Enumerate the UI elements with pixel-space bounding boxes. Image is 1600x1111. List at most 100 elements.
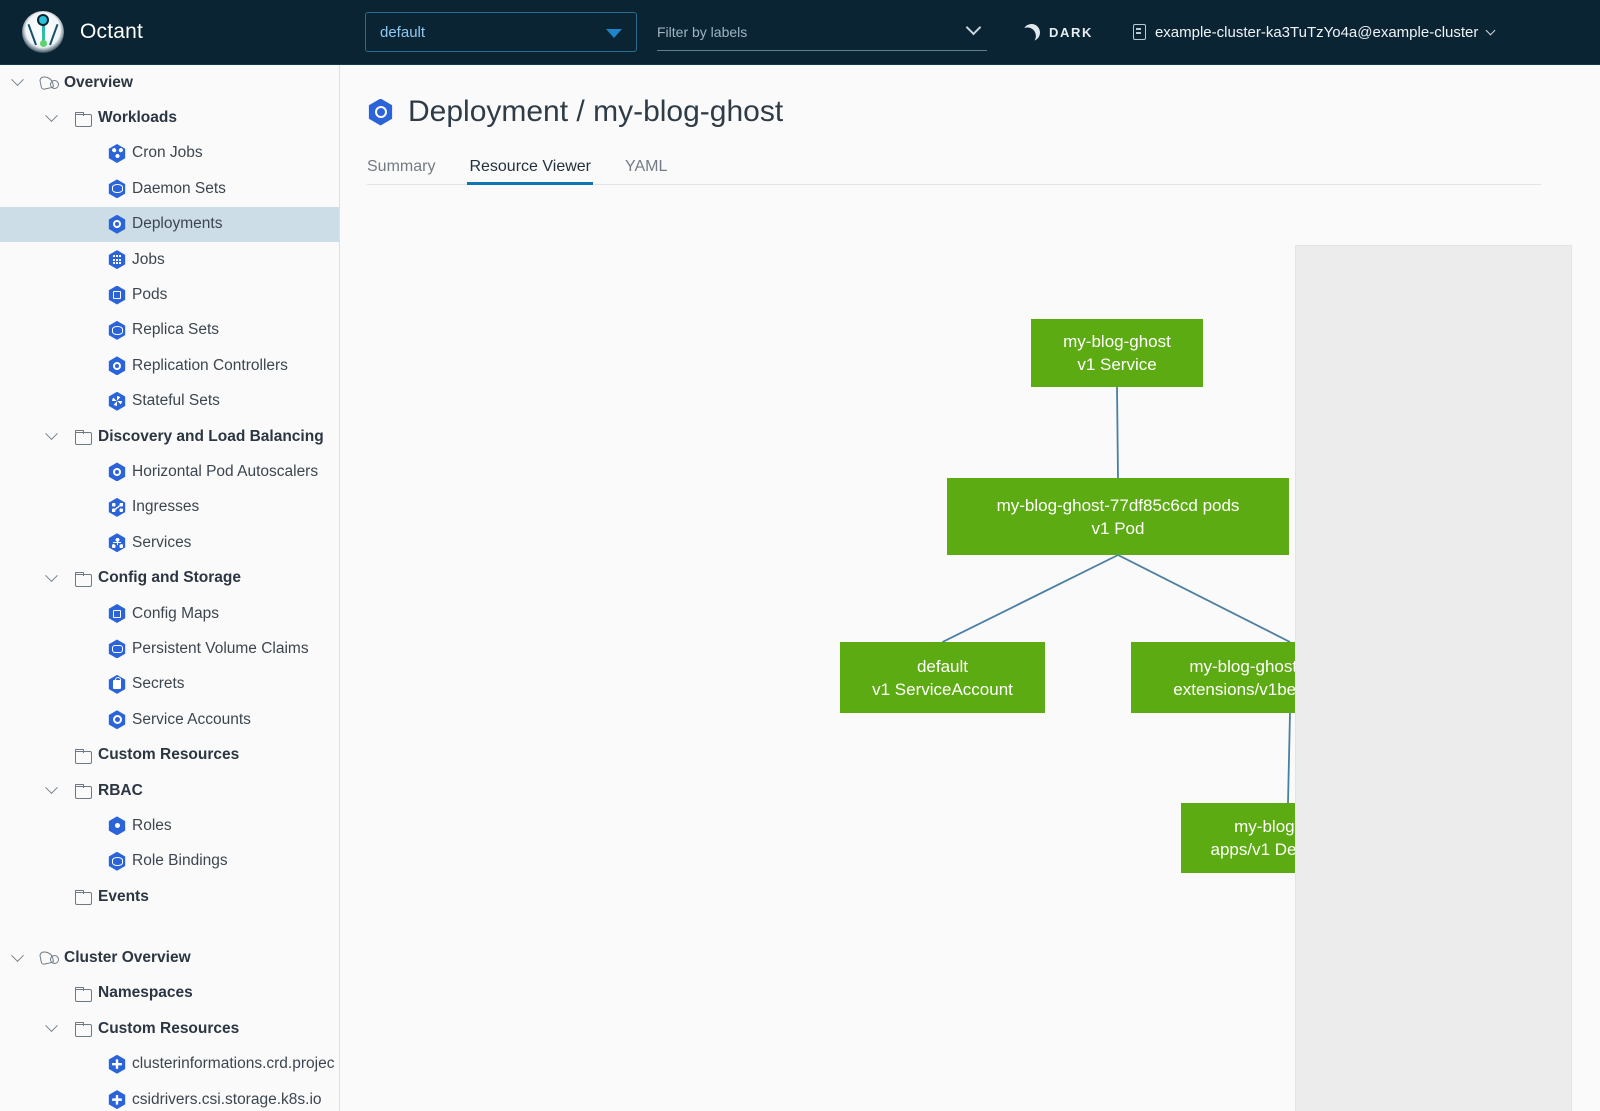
expand-toggle[interactable]: [0, 78, 34, 87]
sidebar-item-label: Pods: [132, 286, 167, 304]
sidebar-item-label: Overview: [64, 74, 133, 92]
namespace-select[interactable]: default: [365, 12, 637, 52]
replica-sets-icon-wrap: [102, 321, 132, 340]
resource-node-name: default: [917, 655, 968, 678]
sidebar-item-label: clusterinformations.crd.projec: [132, 1055, 334, 1073]
folder-icon-wrap: [68, 784, 98, 797]
sidebar-item-deployments[interactable]: Deployments: [0, 207, 339, 242]
expand-toggle[interactable]: [34, 1024, 68, 1033]
sidebar-item-workloads[interactable]: Workloads: [0, 100, 339, 135]
sidebar-item-label: Replication Controllers: [132, 357, 288, 375]
secrets-icon-wrap: [102, 675, 132, 694]
sidebar-item-label: Cron Jobs: [132, 144, 203, 162]
app-header: Octant default Filter by labels DARK exa…: [0, 0, 1600, 65]
folder-icon-wrap: [68, 572, 98, 585]
sidebar-item-clusterinformations-crd-projec[interactable]: clusterinformations.crd.projec: [0, 1047, 339, 1082]
sidebar-item-jobs[interactable]: Jobs: [0, 242, 339, 277]
pvc-icon: [108, 639, 127, 658]
cron-jobs-icon-wrap: [102, 144, 132, 163]
sidebar-item-rbac[interactable]: RBAC: [0, 773, 339, 808]
folder-icon: [75, 1022, 91, 1035]
resource-node-sa[interactable]: defaultv1 ServiceAccount: [840, 642, 1045, 713]
tab-resource-viewer[interactable]: Resource Viewer: [469, 158, 591, 185]
sidebar-item-pods[interactable]: Pods: [0, 277, 339, 312]
sidebar-item-replication-controllers[interactable]: Replication Controllers: [0, 348, 339, 383]
resource-node-pod[interactable]: my-blog-ghost-77df85c6cd podsv1 Pod: [947, 478, 1289, 555]
resource-edge-rs-dep: [1288, 713, 1290, 803]
moon-icon: [1021, 21, 1042, 42]
chevron-down-icon: [11, 949, 24, 962]
sidebar-item-label: Cluster Overview: [64, 949, 191, 967]
folder-icon: [75, 784, 91, 797]
crd-icon-wrap: [102, 1090, 132, 1109]
resource-node-svc[interactable]: my-blog-ghostv1 Service: [1031, 319, 1203, 387]
page-title: Deployment / my-blog-ghost: [367, 95, 1600, 129]
stateful-sets-icon: [108, 392, 127, 411]
config-maps-icon: [108, 604, 127, 623]
sidebar-item-persistent-volume-claims[interactable]: Persistent Volume Claims: [0, 631, 339, 666]
replication-controllers-icon-wrap: [102, 356, 132, 375]
sidebar-item-ingresses[interactable]: Ingresses: [0, 490, 339, 525]
sidebar-item-csidrivers-csi-storage-k8s-io[interactable]: csidrivers.csi.storage.k8s.io: [0, 1082, 339, 1111]
sidebar-item-replica-sets[interactable]: Replica Sets: [0, 313, 339, 348]
pods-icon-wrap: [102, 286, 132, 305]
sidebar-item-discovery-and-load-balancing[interactable]: Discovery and Load Balancing: [0, 419, 339, 454]
sidebar-item-services[interactable]: Services: [0, 525, 339, 560]
overview-icon-wrap: [34, 75, 64, 91]
folder-icon: [75, 112, 91, 125]
resource-node-kind: v1 ServiceAccount: [872, 678, 1013, 701]
sidebar-item-overview[interactable]: Overview: [0, 65, 339, 100]
sidebar-item-events[interactable]: Events: [0, 879, 339, 914]
sidebar-item-cron-jobs[interactable]: Cron Jobs: [0, 136, 339, 171]
sidebar-item-stateful-sets[interactable]: Stateful Sets: [0, 384, 339, 419]
sidebar-item-config-and-storage[interactable]: Config and Storage: [0, 560, 339, 595]
cluster-select[interactable]: example-cluster-ka3TuTzYo4a@example-clus…: [1133, 24, 1494, 41]
sidebar-item-secrets[interactable]: Secrets: [0, 667, 339, 702]
label-filter-input[interactable]: Filter by labels: [657, 13, 987, 51]
sidebar-item-custom-resources[interactable]: Custom Resources: [0, 1011, 339, 1046]
resource-node-kind: v1 Pod: [1092, 517, 1145, 540]
sidebar-item-config-maps[interactable]: Config Maps: [0, 596, 339, 631]
sidebar-item-label: Secrets: [132, 675, 185, 693]
expand-toggle[interactable]: [34, 786, 68, 795]
sidebar-item-label: Service Accounts: [132, 711, 251, 729]
brand-title: Octant: [80, 20, 143, 44]
expand-toggle[interactable]: [34, 432, 68, 441]
pods-icon: [108, 286, 127, 305]
brand[interactable]: Octant: [0, 11, 340, 53]
chevron-down-icon: [45, 781, 58, 794]
sidebar-item-cluster-overview[interactable]: Cluster Overview: [0, 940, 339, 975]
sidebar-item-namespaces[interactable]: Namespaces: [0, 976, 339, 1011]
theme-toggle[interactable]: DARK: [1023, 24, 1093, 41]
resource-edge-pod-sa: [943, 555, 1119, 642]
tab-yaml[interactable]: YAML: [625, 158, 667, 185]
deployments-icon: [108, 215, 127, 234]
sidebar-item-label: Workloads: [98, 109, 177, 127]
sidebar-item-role-bindings[interactable]: Role Bindings: [0, 844, 339, 879]
sidebar-item-daemon-sets[interactable]: Daemon Sets: [0, 171, 339, 206]
stateful-sets-icon-wrap: [102, 392, 132, 411]
folder-icon: [75, 890, 91, 903]
tab-summary[interactable]: Summary: [367, 158, 435, 185]
cron-jobs-icon: [108, 144, 127, 163]
expand-toggle[interactable]: [34, 114, 68, 123]
sidebar-item-horizontal-pod-autoscalers[interactable]: Horizontal Pod Autoscalers: [0, 454, 339, 489]
expand-toggle[interactable]: [34, 574, 68, 583]
resource-edge-pod-rs: [1118, 555, 1290, 642]
jobs-icon-wrap: [102, 250, 132, 269]
chevron-down-icon[interactable]: [966, 20, 982, 36]
hpa-icon-wrap: [102, 462, 132, 481]
folder-icon: [75, 430, 91, 443]
sidebar-item-label: Custom Resources: [98, 746, 239, 764]
sidebar-item-service-accounts[interactable]: Service Accounts: [0, 702, 339, 737]
sidebar-item-label: Role Bindings: [132, 852, 228, 870]
details-side-panel[interactable]: [1295, 245, 1572, 1111]
service-accounts-icon: [108, 710, 127, 729]
folder-icon-wrap: [68, 1022, 98, 1035]
deployments-icon: [367, 99, 394, 126]
sidebar-item-roles[interactable]: Roles: [0, 808, 339, 843]
tab-bar[interactable]: Summary Resource Viewer YAML: [367, 151, 1541, 185]
sidebar-item-custom-resources[interactable]: Custom Resources: [0, 737, 339, 772]
expand-toggle[interactable]: [0, 954, 34, 963]
sidebar[interactable]: OverviewWorkloadsCron JobsDaemon SetsDep…: [0, 65, 340, 1111]
